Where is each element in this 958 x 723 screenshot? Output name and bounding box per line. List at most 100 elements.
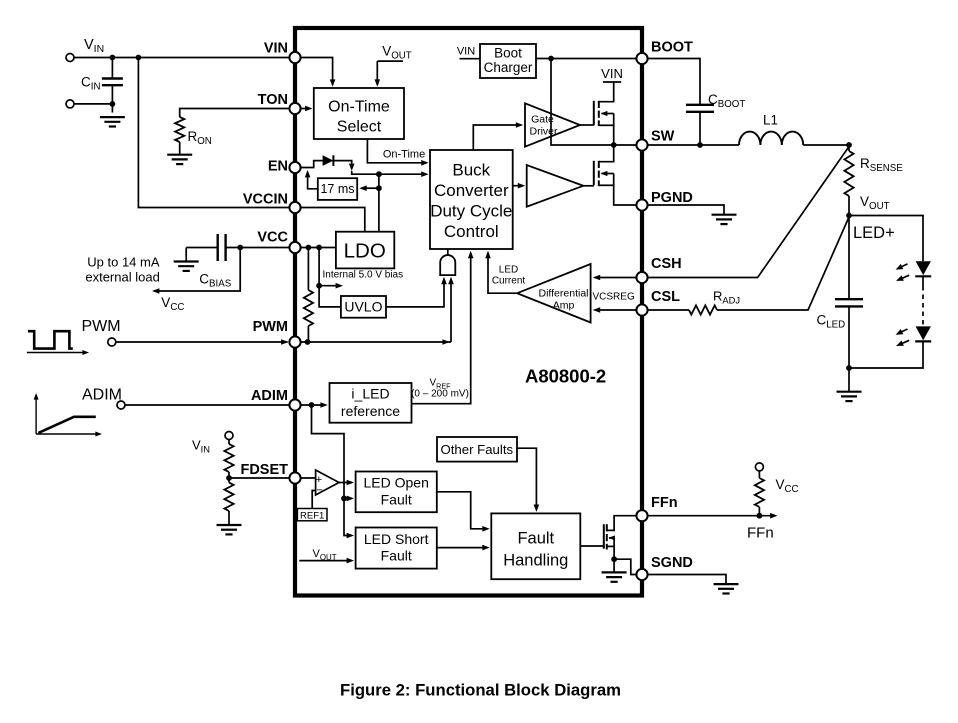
wire-17ms-out — [306, 173, 318, 190]
pin-adim — [288, 398, 302, 412]
vcc-ffn-label: VCC — [776, 477, 799, 495]
wire-ffn-drain — [606, 514, 642, 532]
l1-inductor-icon — [738, 130, 805, 146]
led-short-line1: LED Short — [364, 531, 429, 547]
wire-vccin-int — [295, 206, 366, 232]
pwm-waveform-icon — [28, 329, 73, 350]
pgnd-ground-icon — [711, 213, 737, 226]
arrowhead-icon — [442, 339, 450, 345]
wire-boot — [642, 57, 701, 105]
uvlo-label: UVLO — [344, 299, 382, 315]
pwm-terminal-icon — [106, 337, 117, 347]
pin-label-sw: SW — [651, 129, 675, 145]
pin-pwm — [288, 335, 302, 349]
arrowhead-icon — [896, 275, 904, 281]
arrowhead-icon — [82, 350, 89, 355]
vref-range-label: (0 – 200 mV) — [411, 389, 469, 400]
block-led-short-fault — [354, 526, 438, 570]
ls-driver-icon — [525, 163, 586, 208]
iled-ref-line1: i_LED — [351, 385, 389, 401]
wire-other-fh — [517, 447, 538, 510]
vcc-ext-label: VCC — [161, 295, 184, 313]
wire-en — [295, 159, 323, 169]
fdset-vin-label: VIN — [192, 438, 210, 455]
cbias-capacitor-icon — [216, 234, 227, 261]
timer-label: 17 ms — [320, 182, 354, 196]
block-on-time-select — [312, 87, 405, 140]
wire-ontime — [366, 139, 427, 164]
arrowhead-icon — [33, 393, 39, 400]
led-plus-label: LED+ — [853, 224, 895, 242]
arrowhead-icon — [895, 263, 904, 270]
wire-sgnd — [642, 573, 727, 585]
arrowhead-icon — [482, 526, 490, 532]
vin-terminal2-icon — [65, 99, 75, 109]
junction-dot — [109, 101, 116, 107]
junction-dot — [237, 244, 244, 251]
comparator-minus-sign: − — [316, 485, 322, 497]
pin-ton — [288, 101, 302, 116]
wire-open-fh — [436, 490, 488, 530]
gate-driver-icon — [524, 101, 583, 149]
block-buck — [429, 149, 514, 250]
ron-label: RON — [188, 129, 212, 147]
pin-label-ton: TON — [258, 92, 288, 108]
arrowhead-icon — [421, 160, 429, 166]
fdset-res1-icon — [222, 443, 236, 473]
junction-dot — [226, 475, 232, 481]
arrowhead-icon — [533, 504, 540, 512]
pin-label-csh: CSH — [651, 256, 682, 272]
cin-label: CIN — [81, 75, 100, 93]
radj-label: RADJ — [713, 289, 740, 306]
diff-amp-line2: Amp — [553, 300, 575, 312]
pin-label-csl: CSL — [651, 289, 680, 305]
diff-amp-line1: Differential — [539, 288, 589, 300]
wire-led-current — [487, 253, 518, 295]
block-iled-reference — [328, 382, 413, 424]
sgnd-ground-icon — [713, 582, 739, 595]
internal-bias-label: Internal 5.0 V bias — [323, 270, 404, 281]
arrowhead-icon — [329, 79, 336, 87]
junction-dot — [109, 54, 116, 61]
arrowhead-icon — [600, 170, 608, 177]
pin-csl — [635, 303, 649, 317]
pin-vin — [288, 50, 302, 65]
block-boot-charger — [479, 43, 537, 79]
fault-handling-line1: Fault — [517, 530, 554, 548]
led-current-line2: Current — [492, 275, 526, 286]
vout-ots-label: VOUT — [382, 44, 412, 62]
arrowhead-icon — [281, 339, 289, 345]
figure-caption: Figure 2: Functional Block Diagram — [340, 681, 621, 700]
buck-line2: Converter — [434, 181, 509, 200]
arrowhead-icon — [359, 185, 367, 191]
cbias-ground-icon — [173, 260, 199, 272]
wire-en-2 — [333, 159, 353, 164]
wire-led-top — [849, 214, 924, 262]
pin-label-adim: ADIM — [251, 388, 288, 404]
en-diode-icon — [322, 155, 334, 166]
wire-csh-ext — [642, 146, 850, 279]
diff-amp-icon — [514, 262, 592, 324]
arrowhead-icon — [448, 276, 454, 285]
adim-terminal-icon — [116, 400, 126, 410]
fdset-comparator-icon — [314, 468, 341, 497]
arrowhead-icon — [95, 431, 102, 437]
arrowhead-icon — [346, 479, 354, 486]
arrowhead-icon — [346, 495, 354, 502]
led-current-line1: LED — [499, 264, 518, 275]
vref-label: VREF — [430, 378, 452, 391]
gate-driver-line2: Driver — [530, 126, 559, 138]
ref1-label: REF1 — [300, 510, 324, 521]
vcsreg-label: VCSREG — [593, 292, 635, 303]
part-number-label: A80800-2 — [525, 366, 606, 387]
wire-boot-rail — [550, 58, 642, 146]
pin-label-boot: BOOT — [651, 40, 693, 56]
boot-charger-line2: Charger — [484, 60, 533, 75]
arrowhead-icon — [770, 512, 778, 519]
wire-gatedrv-in — [472, 124, 521, 150]
wire-vccin — [137, 57, 295, 209]
arrowhead-icon — [895, 329, 904, 335]
arrowhead-icon — [467, 250, 474, 259]
led-open-line2: Fault — [381, 491, 412, 507]
block-ref1 — [296, 507, 328, 522]
